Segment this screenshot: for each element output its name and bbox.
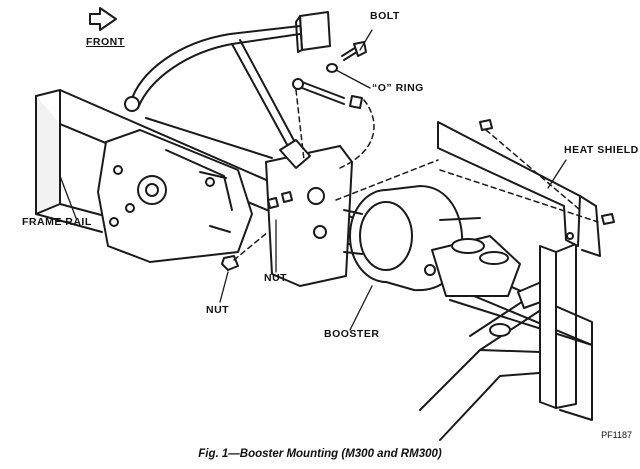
label-nut-center: NUT [264,272,288,284]
master-cylinder-shape [424,235,521,297]
label-nut-left: NUT [206,304,230,316]
label-booster: BOOSTER [324,328,380,340]
label-o-ring: “O” RING [372,82,424,94]
heat-shield-shape [437,121,601,257]
assembly-dashed-lines [233,89,599,261]
leader-lines [59,29,567,331]
label-front: FRONT [86,36,125,48]
figure-caption: Fig. 1—Booster Mounting (M300 and RM300) [198,448,442,460]
brake-pedal-shape [124,11,331,159]
front-arrow-icon [89,7,117,31]
mounting-bracket-shape [97,129,253,263]
label-frame-rail: FRAME RAIL [22,216,92,228]
label-heat-shield: HEAT SHIELD [564,144,639,156]
figure-code: PF1187 [601,430,632,440]
steering-column-shape [419,279,553,441]
label-bolt: BOLT [370,10,400,22]
nut-hardware-shape [199,119,615,271]
bolt-hardware-shape [292,41,367,109]
support-post-shape [539,243,577,409]
mounting-plate-shape [265,139,353,287]
